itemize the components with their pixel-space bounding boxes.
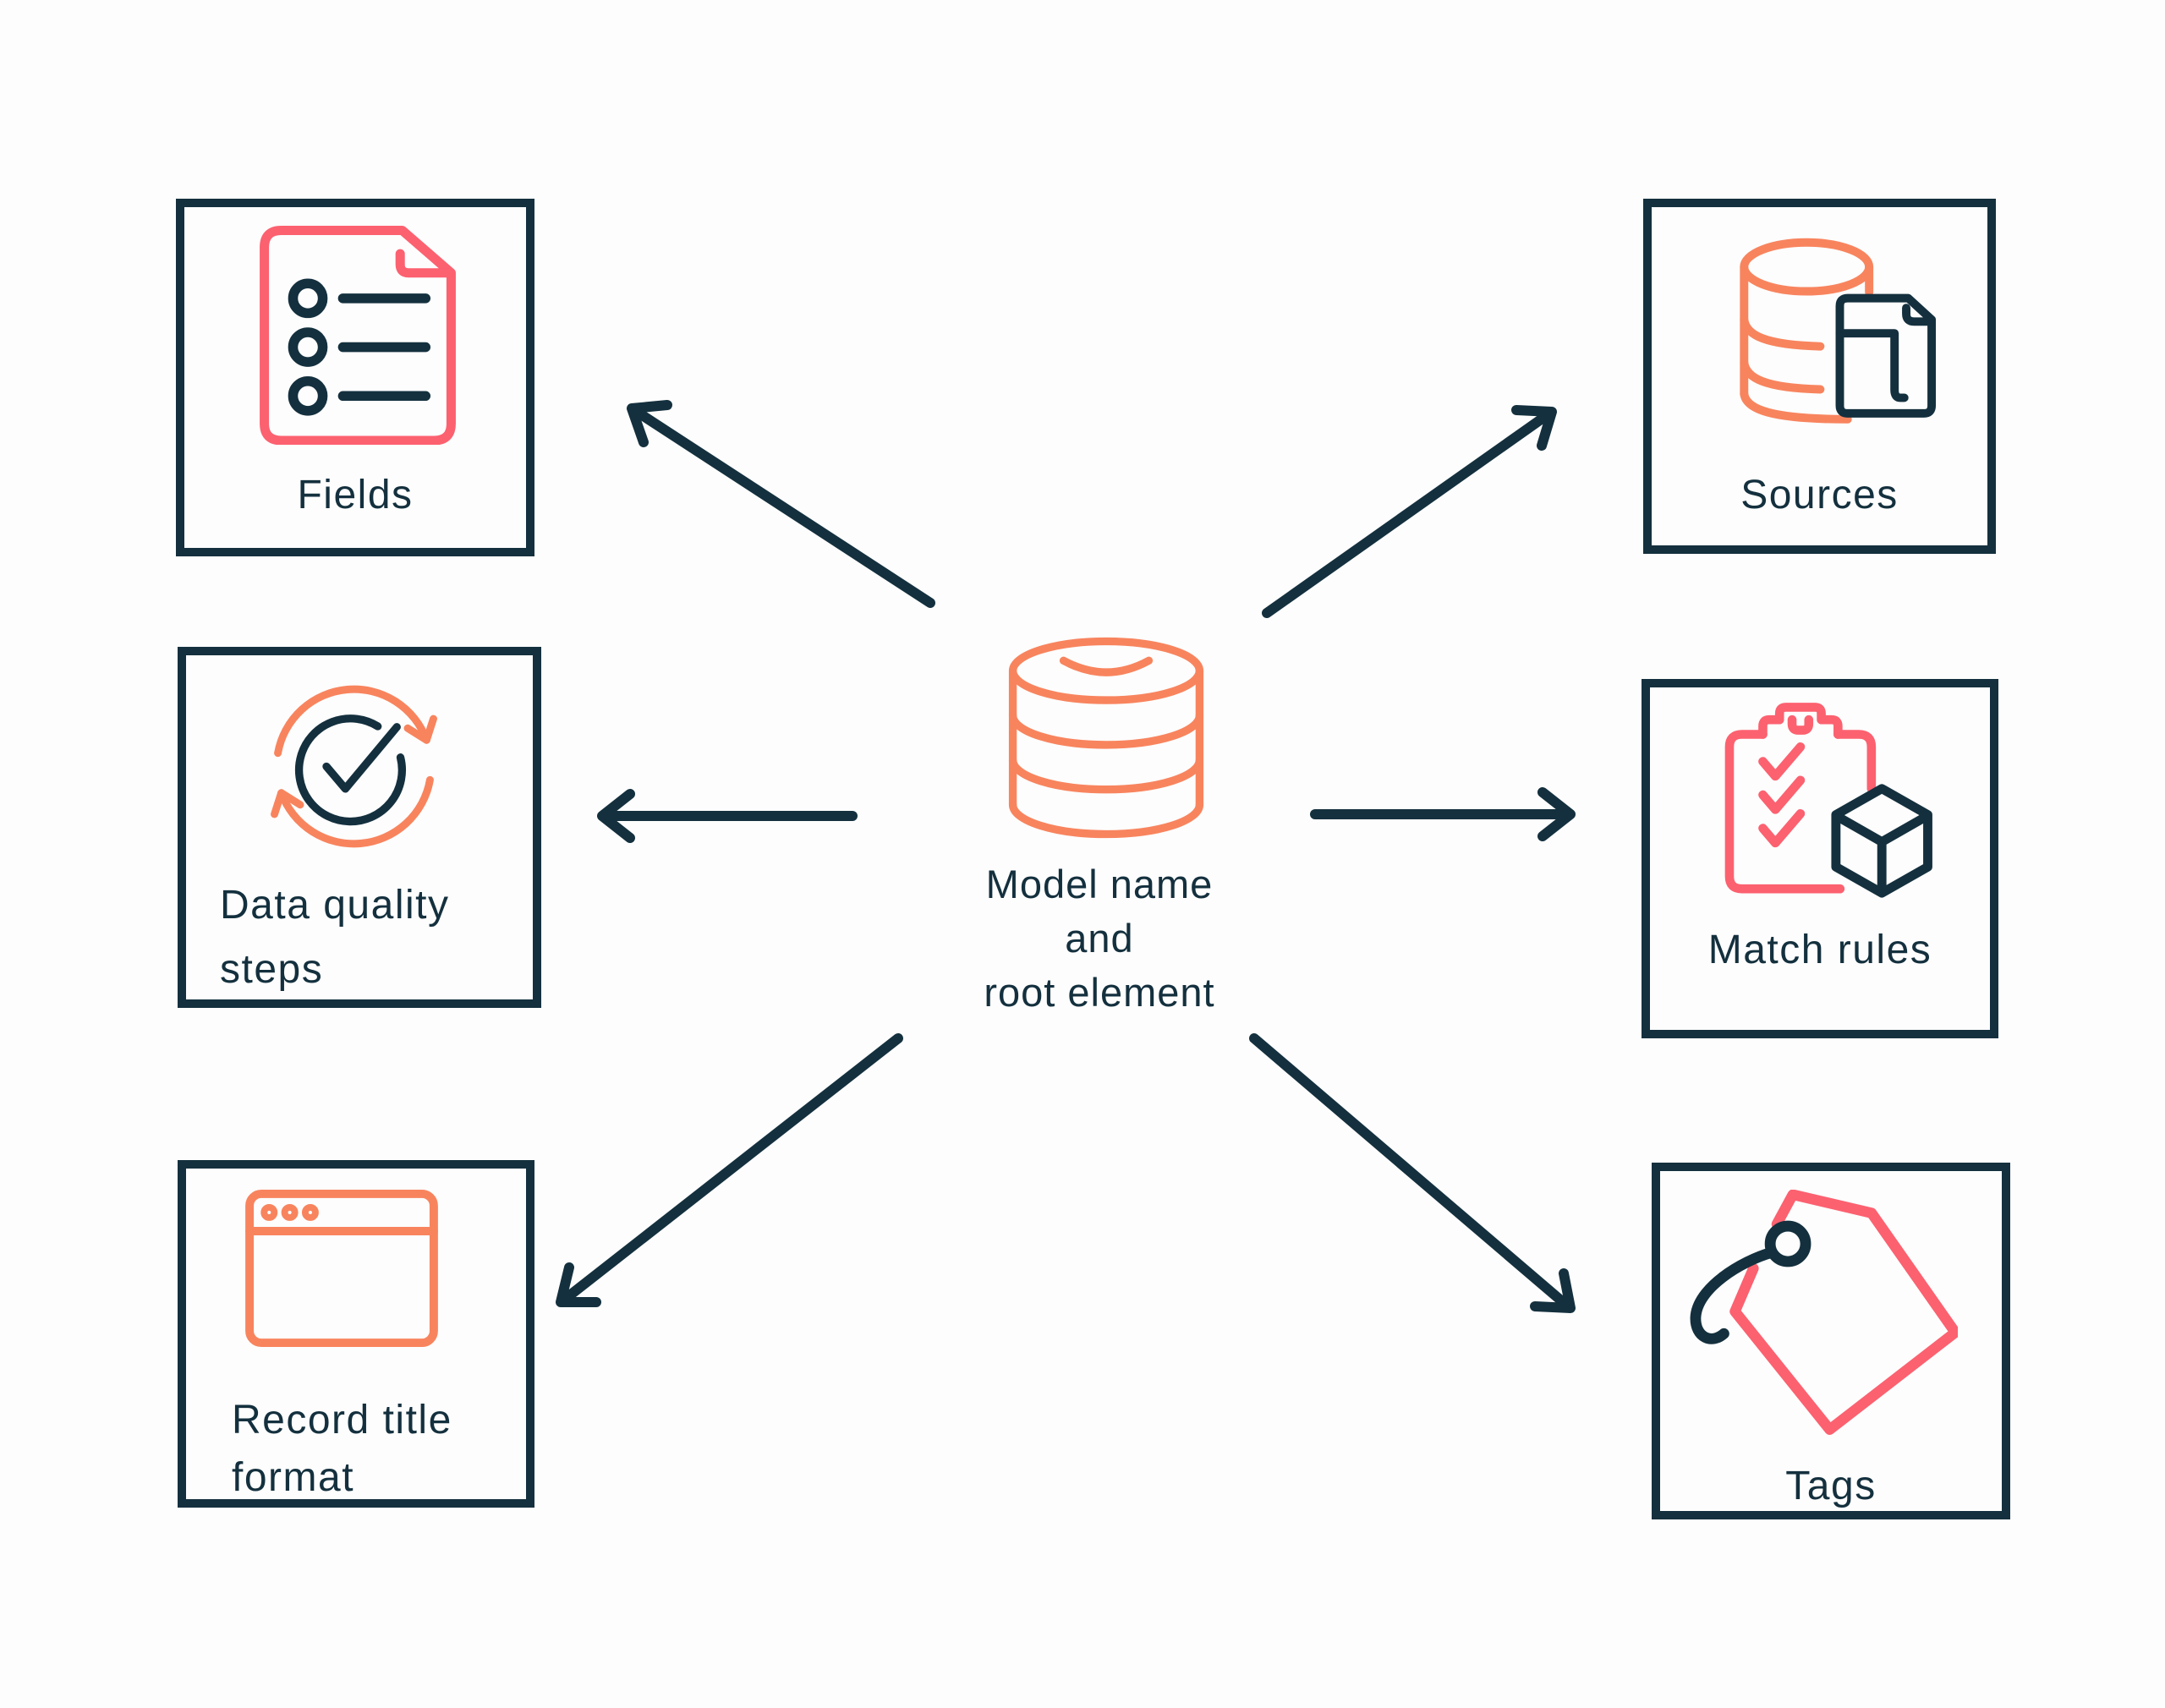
arrow-center-to-fields [627,400,935,608]
arrow-center-to-tags [1249,1033,1576,1313]
node-sources: Sources [1643,199,1996,554]
node-data-quality-steps: Data quality steps [178,647,541,1008]
price-tag-icon [1690,1190,1958,1435]
node-label: Record title format [232,1398,452,1500]
center-node-label: Model name and root element [984,862,1215,1015]
node-match-rules: Match rules [1642,679,1998,1038]
database-document-icon [1740,238,1937,424]
clipboard-cube-icon [1724,703,1932,898]
node-label: Match rules [1707,928,1932,972]
document-list-icon [260,226,456,445]
arrow-center-to-data-quality-steps [597,789,858,843]
arrow-center-to-record-title-format [556,1033,903,1307]
node-label: Tags [1785,1464,1877,1508]
browser-window-icon [245,1189,438,1348]
node-label: Data quality steps [220,883,450,992]
node-record-title-format: Record title format [178,1160,534,1508]
arrow-center-to-sources [1262,405,1557,618]
node-label: Fields [297,473,414,517]
node-label: Sources [1740,473,1899,517]
database-icon [1008,637,1204,839]
arrow-center-to-match-rules [1310,787,1576,841]
sync-check-icon [271,685,437,848]
node-tags: Tags [1652,1163,2010,1519]
node-fields: Fields [176,199,534,556]
